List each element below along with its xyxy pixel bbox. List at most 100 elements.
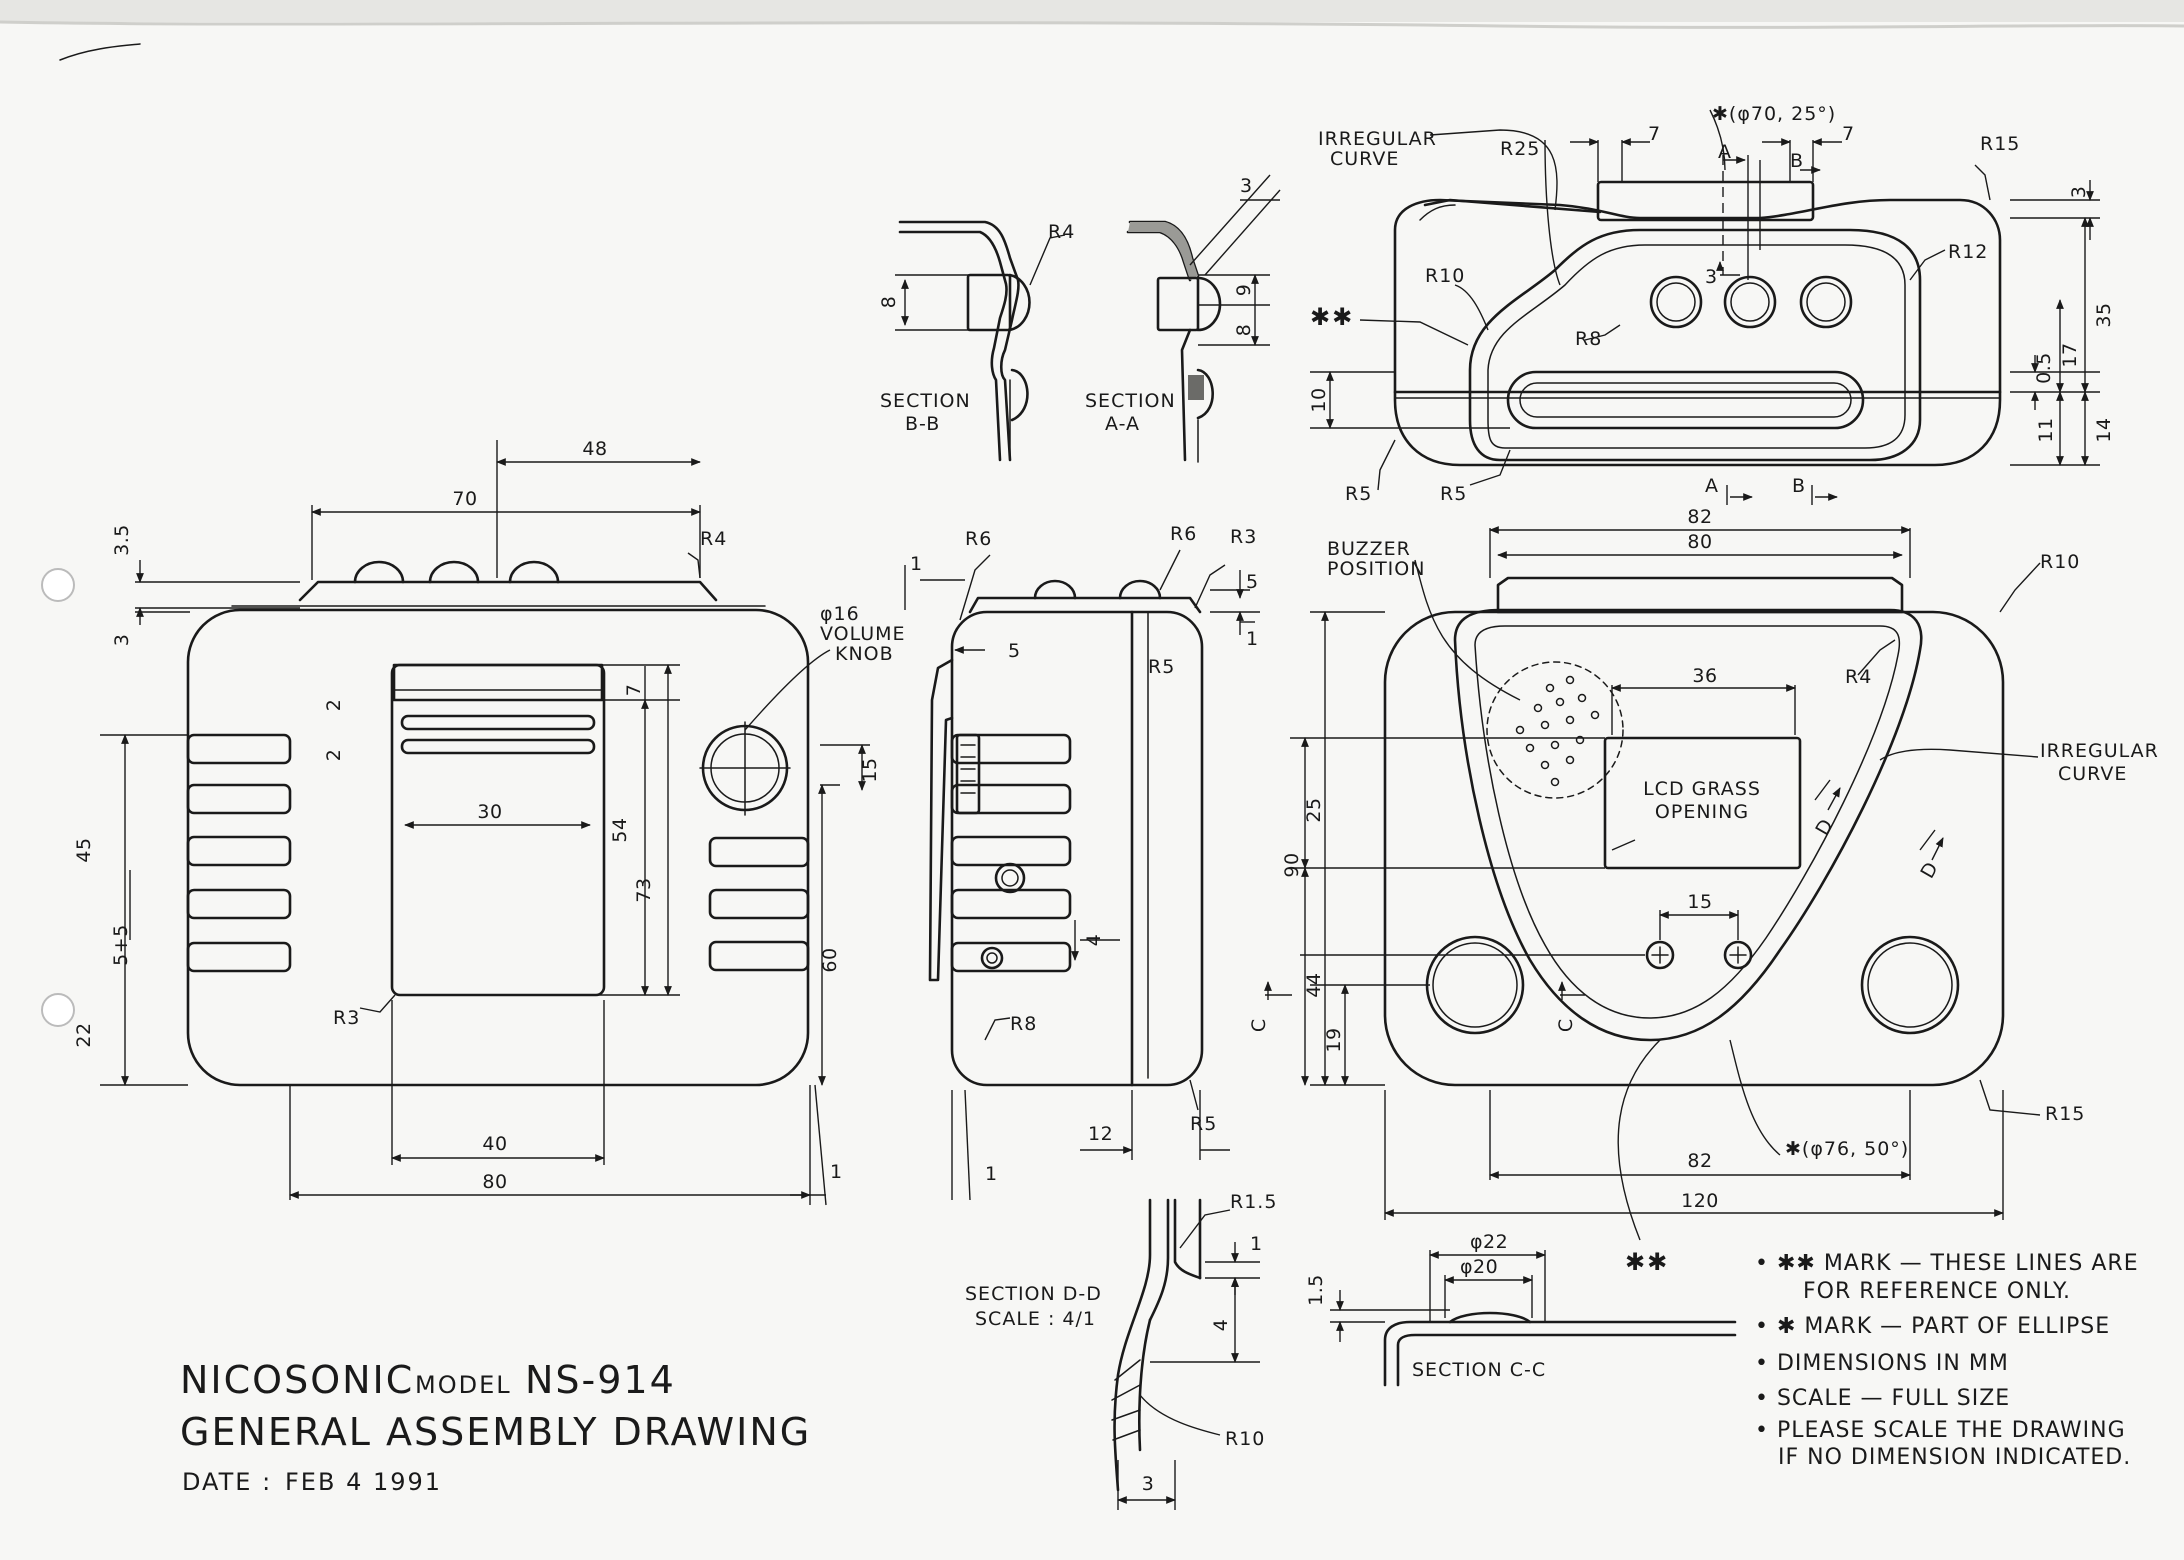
front-dim-1: 1 — [830, 1161, 843, 1183]
section-dim-8b: 8 — [1233, 324, 1255, 337]
front-dim-45: 45 — [73, 837, 95, 862]
front-dim-70: 70 — [452, 488, 477, 510]
section-cc-dim-1-5: 1.5 — [1305, 1274, 1327, 1306]
note-line-2: FOR REFERENCE ONLY. — [1803, 1279, 2071, 1304]
section-label-r4: R4 — [1048, 221, 1075, 243]
back-label-ellipse: ✱(φ76, 50°) — [1785, 1138, 1909, 1160]
back-label-curve: CURVE — [2058, 763, 2127, 785]
side-dim-4: 4 — [1083, 934, 1105, 947]
front-dim-73: 73 — [633, 877, 655, 902]
section-dim-9: 9 — [1233, 284, 1255, 297]
side-label-r3: R3 — [1230, 526, 1257, 548]
back-label-d-left: D — [1811, 815, 1838, 840]
section-dd-dim-4: 4 — [1210, 1319, 1232, 1332]
top-label-r10: R10 — [1425, 265, 1465, 287]
top-dim-3: 3 — [2068, 186, 2090, 199]
back-label-c-right: C — [1555, 1018, 1577, 1032]
front-dim-3: 3 — [111, 634, 133, 647]
title-date: FEB 4 1991 — [285, 1468, 442, 1496]
side-label-r5a: R5 — [1148, 656, 1175, 678]
notes-block: • ✱✱ MARK — THESE LINES ARE FOR REFERENC… — [1755, 1251, 2139, 1470]
back-label-c-left: C — [1248, 1018, 1270, 1032]
top-dim-14: 14 — [2093, 417, 2115, 442]
note-line-1: • ✱✱ MARK — THESE LINES ARE — [1755, 1251, 2139, 1276]
section-aa-title-2: A-A — [1105, 413, 1140, 435]
paper-edge — [0, 0, 2184, 1027]
section-dd-label-r1-5: R1.5 — [1230, 1191, 1277, 1213]
title-subtitle: GENERAL ASSEMBLY DRAWING — [180, 1410, 811, 1454]
front-view: 48 70 3.5 3 2 2 7 30 54 73 45 5+5 22 15 … — [73, 438, 906, 1206]
front-dim-30: 30 — [477, 801, 502, 823]
top-dim-10: 10 — [1308, 387, 1330, 412]
front-dim-48: 48 — [582, 438, 607, 460]
title-block: NICOSONIC MODEL NS-914 GENERAL ASSEMBLY … — [180, 1358, 811, 1496]
title-model-number: NS-914 — [525, 1358, 676, 1402]
back-dim-80: 80 — [1687, 531, 1712, 553]
section-c-c: φ22 φ20 1.5 SECTION C-C — [1305, 1231, 1737, 1387]
back-label-buzzer: BUZZER — [1327, 538, 1411, 560]
front-dim-3-5: 3.5 — [111, 524, 133, 556]
top-dim-0-5: 0.5 — [2033, 352, 2055, 384]
top-dim-17: 17 — [2059, 342, 2081, 367]
front-dim-2b: 2 — [323, 749, 345, 762]
back-label-irregular: IRREGULAR — [2040, 740, 2159, 762]
side-label-r6a: R6 — [965, 528, 992, 550]
title-model-prefix: MODEL — [415, 1371, 512, 1399]
front-label-r3: R3 — [333, 1007, 360, 1029]
back-dim-36: 36 — [1692, 665, 1717, 687]
side-dim-1: 1 — [910, 553, 923, 575]
top-label-curve: CURVE — [1330, 148, 1399, 170]
section-dd-title: SECTION D-D — [965, 1283, 1102, 1305]
top-label-ellipse: ✱(φ70, 25°) — [1712, 103, 1836, 125]
side-dim-5b: 5 — [1246, 571, 1259, 593]
top-dim-11: 11 — [2035, 417, 2057, 442]
top-label-r15: R15 — [1980, 133, 2020, 155]
back-dim-15: 15 — [1687, 891, 1712, 913]
top-label-reference-mark: ✱✱ — [1310, 303, 1354, 331]
side-label-r8: R8 — [1010, 1013, 1037, 1035]
top-label-r8: R8 — [1575, 328, 1602, 350]
back-dim-82: 82 — [1687, 506, 1712, 528]
front-dim-7: 7 — [623, 684, 645, 697]
back-label-r4: R4 — [1845, 666, 1872, 688]
front-dim-15: 15 — [859, 757, 881, 782]
note-line-5: • SCALE — FULL SIZE — [1755, 1386, 2010, 1411]
back-dim-90: 90 — [1281, 852, 1303, 877]
top-label-section-b: B — [1790, 150, 1804, 172]
section-dd-dim-3: 3 — [1142, 1473, 1155, 1495]
front-dim-22: 22 — [73, 1022, 95, 1047]
front-dim-5-plus-5: 5+5 — [110, 924, 132, 966]
note-line-4: • DIMENSIONS IN MM — [1755, 1351, 2009, 1376]
top-dim-35: 35 — [2093, 302, 2115, 327]
side-dim-12: 12 — [1088, 1123, 1113, 1145]
back-label-r15: R15 — [2045, 1103, 2085, 1125]
title-brand: NICOSONIC — [180, 1358, 414, 1402]
top-view: 7 7 3 35 17 0.5 11 14 10 3 IRREGULAR CUR… — [1308, 103, 2115, 505]
front-dim-80: 80 — [482, 1171, 507, 1193]
top-label-section-b-bottom: B — [1792, 475, 1806, 497]
front-dim-40: 40 — [482, 1133, 507, 1155]
front-dim-60: 60 — [819, 947, 841, 972]
title-date-label: DATE : — [182, 1468, 272, 1496]
back-dim-120: 120 — [1681, 1190, 1719, 1212]
section-dim-3: 3 — [1240, 175, 1253, 197]
note-line-7: IF NO DIMENSION INDICATED. — [1778, 1445, 2131, 1470]
knob-label-volume: VOLUME — [820, 623, 906, 645]
top-label-r5b: R5 — [1440, 483, 1467, 505]
side-view: 1 5 5 1 4 12 1 R6 R6 R3 R5 R8 R5 — [904, 523, 1260, 1201]
top-label-section-a-bottom: A — [1705, 475, 1719, 497]
front-dim-2a: 2 — [323, 699, 345, 712]
side-label-r5b: R5 — [1190, 1113, 1217, 1135]
back-label-r10: R10 — [2040, 551, 2080, 573]
punch-hole-bottom — [41, 993, 75, 1027]
section-dd-scale: SCALE : 4/1 — [975, 1308, 1096, 1330]
back-view: 82 80 36 25 90 44 19 15 82 120 BUZZER PO… — [1248, 506, 2159, 1276]
section-dim-8a: 8 — [878, 296, 900, 309]
section-cc-dim-20: φ20 — [1460, 1256, 1498, 1278]
back-dim-82b: 82 — [1687, 1150, 1712, 1172]
section-bb-title-1: SECTION — [880, 390, 971, 412]
back-label-reference-mark: ✱✱ — [1625, 1248, 1669, 1276]
top-label-r5a: R5 — [1345, 483, 1372, 505]
top-dim-7a: 7 — [1648, 123, 1661, 145]
